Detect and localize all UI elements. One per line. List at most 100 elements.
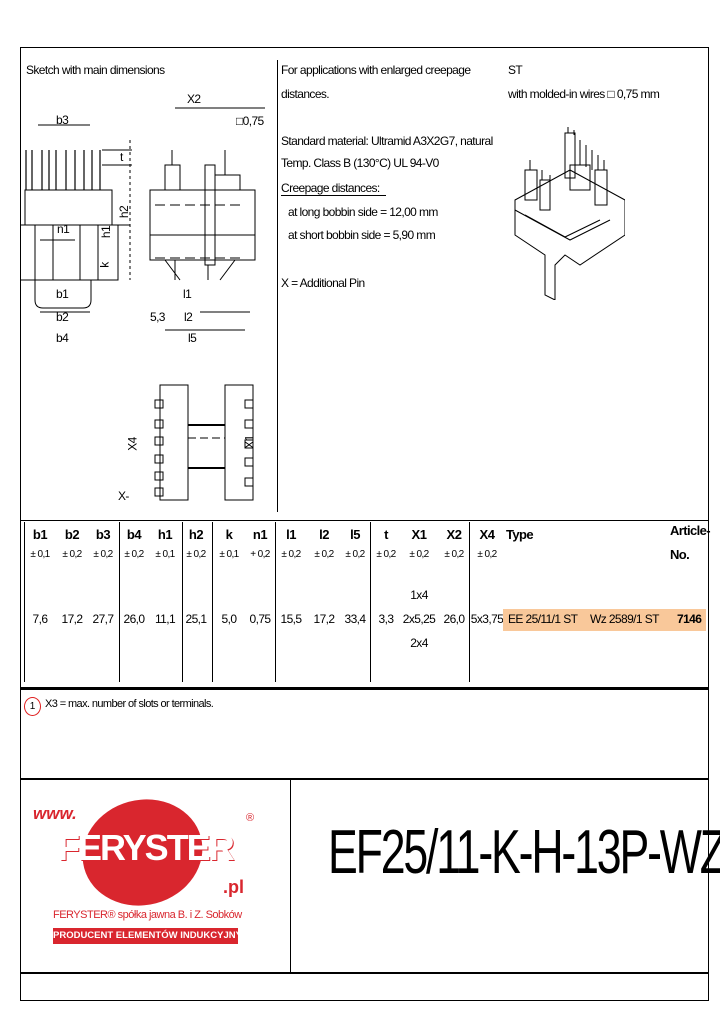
column-value: 17,2 (61, 612, 84, 626)
creepage-long: at long bobbin side = 12,00 mm (288, 205, 438, 219)
company-name: FERYSTER® spółka jawna B. i Z. Sobków (53, 909, 242, 921)
type-row-highlight (503, 609, 706, 631)
column-value: 5x3,75 (470, 612, 504, 626)
feryster-logo: www. FERYSTER ® .pl FERYSTER® spółka jaw… (20, 780, 290, 972)
column-header: b4 (126, 527, 142, 542)
logo-registered: ® (246, 812, 255, 824)
dim-t: t (120, 150, 123, 164)
page-frame (20, 47, 709, 1001)
variant-code: ST (508, 63, 523, 77)
column-value: 11,1 (154, 612, 176, 626)
column-value: 2x5,25 (402, 612, 436, 626)
col-divider (119, 522, 120, 682)
dim-n1: n1 (57, 222, 70, 236)
column-tolerance: ± 0,1 (30, 549, 50, 560)
logo-tld: .pl (223, 877, 244, 897)
column-tolerance: ± 0,2 (186, 549, 206, 560)
column-header: t (384, 527, 388, 542)
title-block-top-border (20, 778, 708, 780)
column-tolerance: ± 0,2 (345, 549, 365, 560)
creepage-short: at short bobbin side = 5,90 mm (288, 228, 436, 242)
divider (277, 60, 278, 512)
applications-line-2: distances. (281, 87, 330, 101)
column-value: 26,0 (443, 612, 466, 626)
column-value: 17,2 (313, 612, 336, 626)
column-tolerance: ± 0,1 (219, 549, 239, 560)
tagline: PRODUCENT ELEMENTÓW INDUKCYJNYCH (53, 928, 256, 944)
wz-value: Wz 2589/1 ST (590, 612, 659, 626)
col-divider (212, 522, 213, 682)
column-value: 7,6 (32, 612, 48, 626)
column-tolerance: ± 0,2 (62, 549, 82, 560)
article-number: 7146 (677, 612, 702, 626)
column-header: b1 (32, 527, 48, 542)
column-value: 25,1 (185, 612, 208, 626)
column-header: X4 (479, 527, 495, 542)
dim-k: k (97, 262, 112, 268)
dim-b4: b4 (56, 331, 69, 345)
variant-description: with molded-in wires □ 0,75 mm (508, 87, 660, 101)
column-tolerance: ± 0,2 (281, 549, 301, 560)
column-value: 27,7 (92, 612, 115, 626)
temp-class-text: Temp. Class B (130°C) UL 94-V0 (281, 156, 439, 170)
column-header: l2 (319, 527, 329, 542)
dim-b2: b2 (56, 310, 69, 324)
dim-b3: b3 (56, 113, 69, 127)
dim-l2: l2 (184, 310, 193, 324)
column-tolerance: ± 0,2 (477, 549, 497, 560)
column-header: h2 (188, 527, 204, 542)
column-header: l1 (286, 527, 296, 542)
dim-h1: h1 (99, 225, 114, 239)
column-tolerance: + 0,2 (250, 549, 270, 560)
logo-www: www. (33, 804, 77, 823)
dim-wire: □0,75 (236, 114, 264, 128)
dimension-sketch (20, 107, 265, 501)
column-value-alt: 1x4 (410, 588, 428, 602)
title-block-bottom-border (20, 972, 708, 974)
col-divider (469, 522, 470, 682)
col-divider (24, 522, 25, 682)
dim-l1: l1 (183, 287, 192, 301)
type-header: Type (506, 527, 534, 542)
column-tolerance: ± 0,1 (155, 549, 175, 560)
article-header-1: Article- (670, 523, 711, 538)
creepage-title: Creepage distances: (281, 181, 386, 196)
table-top-border (20, 520, 708, 521)
column-value: 3,3 (378, 612, 394, 626)
column-value-alt: 2x4 (410, 636, 428, 650)
column-header: h1 (157, 527, 173, 542)
column-tolerance: ± 0,2 (93, 549, 113, 560)
col-divider (275, 522, 276, 682)
dim-x2: X2 (187, 92, 201, 106)
article-header-2: No. (670, 547, 690, 562)
column-tolerance: ± 0,2 (444, 549, 464, 560)
column-value: 0,75 (249, 612, 272, 626)
column-tolerance: ± 0,2 (409, 549, 429, 560)
sketch-title: Sketch with main dimensions (26, 63, 165, 77)
dim-x4: X4 (125, 437, 140, 451)
note-number-badge: 1 (24, 697, 41, 716)
dim-b1: b1 (56, 287, 69, 301)
column-header: X1 (411, 527, 427, 542)
material-text: Standard material: Ultramid A3X2G7, natu… (281, 134, 493, 148)
column-header: b3 (95, 527, 111, 542)
col-divider (182, 522, 183, 682)
column-value: 5,0 (221, 612, 237, 626)
column-tolerance: ± 0,2 (124, 549, 144, 560)
title-block-divider (290, 780, 291, 972)
dim-h2: h2 (117, 205, 132, 219)
bobbin-isometric-drawing (514, 127, 625, 300)
column-value: 15,5 (280, 612, 303, 626)
column-header: l5 (350, 527, 360, 542)
type-value: EE 25/11/1 ST (508, 612, 578, 626)
col-divider (370, 522, 371, 682)
column-tolerance: ± 0,2 (314, 549, 334, 560)
additional-pin-note: X = Additional Pin (281, 276, 365, 290)
note-text: X3 = max. number of slots or terminals. (45, 698, 214, 710)
column-header: b2 (64, 527, 80, 542)
dim-l5: l5 (188, 331, 197, 345)
table-bottom-border (20, 687, 708, 690)
column-header: k (225, 527, 233, 542)
column-value: 26,0 (123, 612, 146, 626)
